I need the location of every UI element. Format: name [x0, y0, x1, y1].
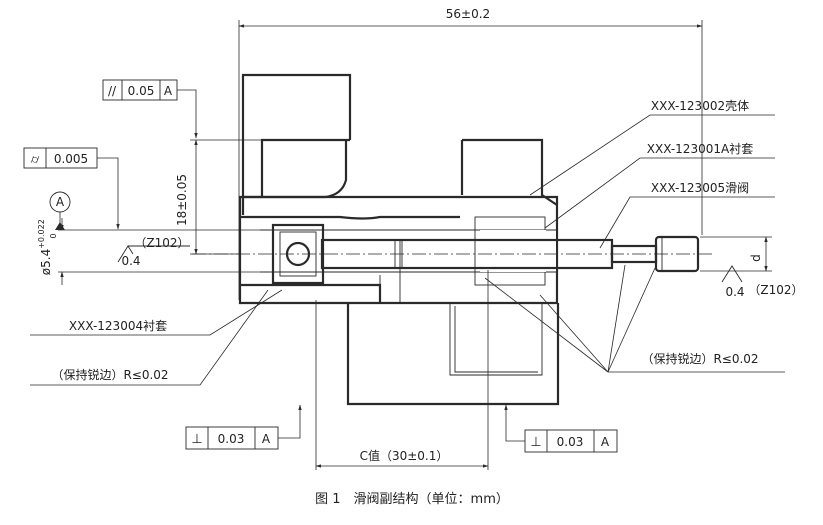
perp-right-symbol: ⊥ [530, 435, 541, 450]
perp-left-symbol: ⊥ [191, 432, 202, 447]
rough-right-note: （Z102） [748, 283, 803, 297]
cylindricity-value: 0.005 [54, 152, 88, 166]
perp-left-datum: A [262, 432, 271, 446]
perp-left-value: 0.03 [218, 432, 245, 446]
part-sleeve-a-label: XXX-123001A衬套 [647, 142, 753, 156]
c-value-dimension: C值（30±0.1） [315, 270, 489, 470]
shell-outline [241, 73, 558, 215]
sharp-edge-notes: （保持锐边）R≤0.02 （保持锐边）R≤0.02 [30, 264, 785, 386]
diameter-dimension: ø5.4 +0.022 0 [37, 218, 270, 285]
sharp-edge-left-label: （保持锐边）R≤0.02 [51, 367, 168, 382]
datum-a: A [49, 191, 71, 230]
c-value-label: C值（30±0.1） [360, 448, 449, 463]
perp-left-frame: ⊥ 0.03 A [185, 404, 302, 450]
d-dimension: d [700, 236, 772, 272]
perp-right-datum: A [601, 435, 610, 449]
sharp-edge-right-label: （保持锐边）R≤0.02 [641, 351, 758, 366]
datum-label: A [56, 195, 65, 209]
height-dimension: 18±0.05 [175, 139, 262, 255]
part-valve-label: XXX-123005滑阀 [651, 181, 749, 195]
height-label: 18±0.05 [175, 174, 189, 226]
parallel-datum: A [164, 84, 173, 98]
body-section [238, 195, 559, 305]
rough-right-value: 0.4 [725, 285, 744, 299]
part-callouts: XXX-123002壳体 XXX-123001A衬套 XXX-123005滑阀 … [30, 99, 775, 336]
parallel-symbol: // [108, 84, 117, 98]
lower-body [346, 240, 560, 406]
perp-right-frame: ⊥ 0.03 A [504, 404, 618, 453]
roughness-left: 0.4 （Z102） [117, 236, 190, 268]
overall-width-dimension: 56±0.2 [238, 7, 703, 300]
diameter-tol-upper: +0.022 [37, 219, 46, 249]
part-sleeve-4-label: XXX-123004衬套 [69, 319, 167, 333]
roughness-right: 0.4 （Z102） [721, 265, 804, 299]
perp-right-value: 0.03 [557, 435, 584, 449]
cylindricity-symbol: ⌭ [31, 152, 40, 166]
figure-caption: 图 1 滑阀副结构（单位：mm） [315, 492, 509, 507]
rough-left-note: （Z102） [134, 236, 189, 250]
cylindricity-frame: ⌭ 0.005 [23, 147, 120, 230]
parallelism-frame: // 0.05 A [102, 79, 198, 139]
rough-left-value: 0.4 [121, 254, 140, 268]
part-shell-label: XXX-123002壳体 [651, 99, 749, 113]
diameter-tol-lower: 0 [49, 233, 58, 238]
diameter-label: ø5.4 [39, 249, 53, 275]
overall-width-label: 56±0.2 [446, 7, 490, 21]
parallel-value: 0.05 [128, 84, 155, 98]
d-label: d [749, 254, 763, 262]
